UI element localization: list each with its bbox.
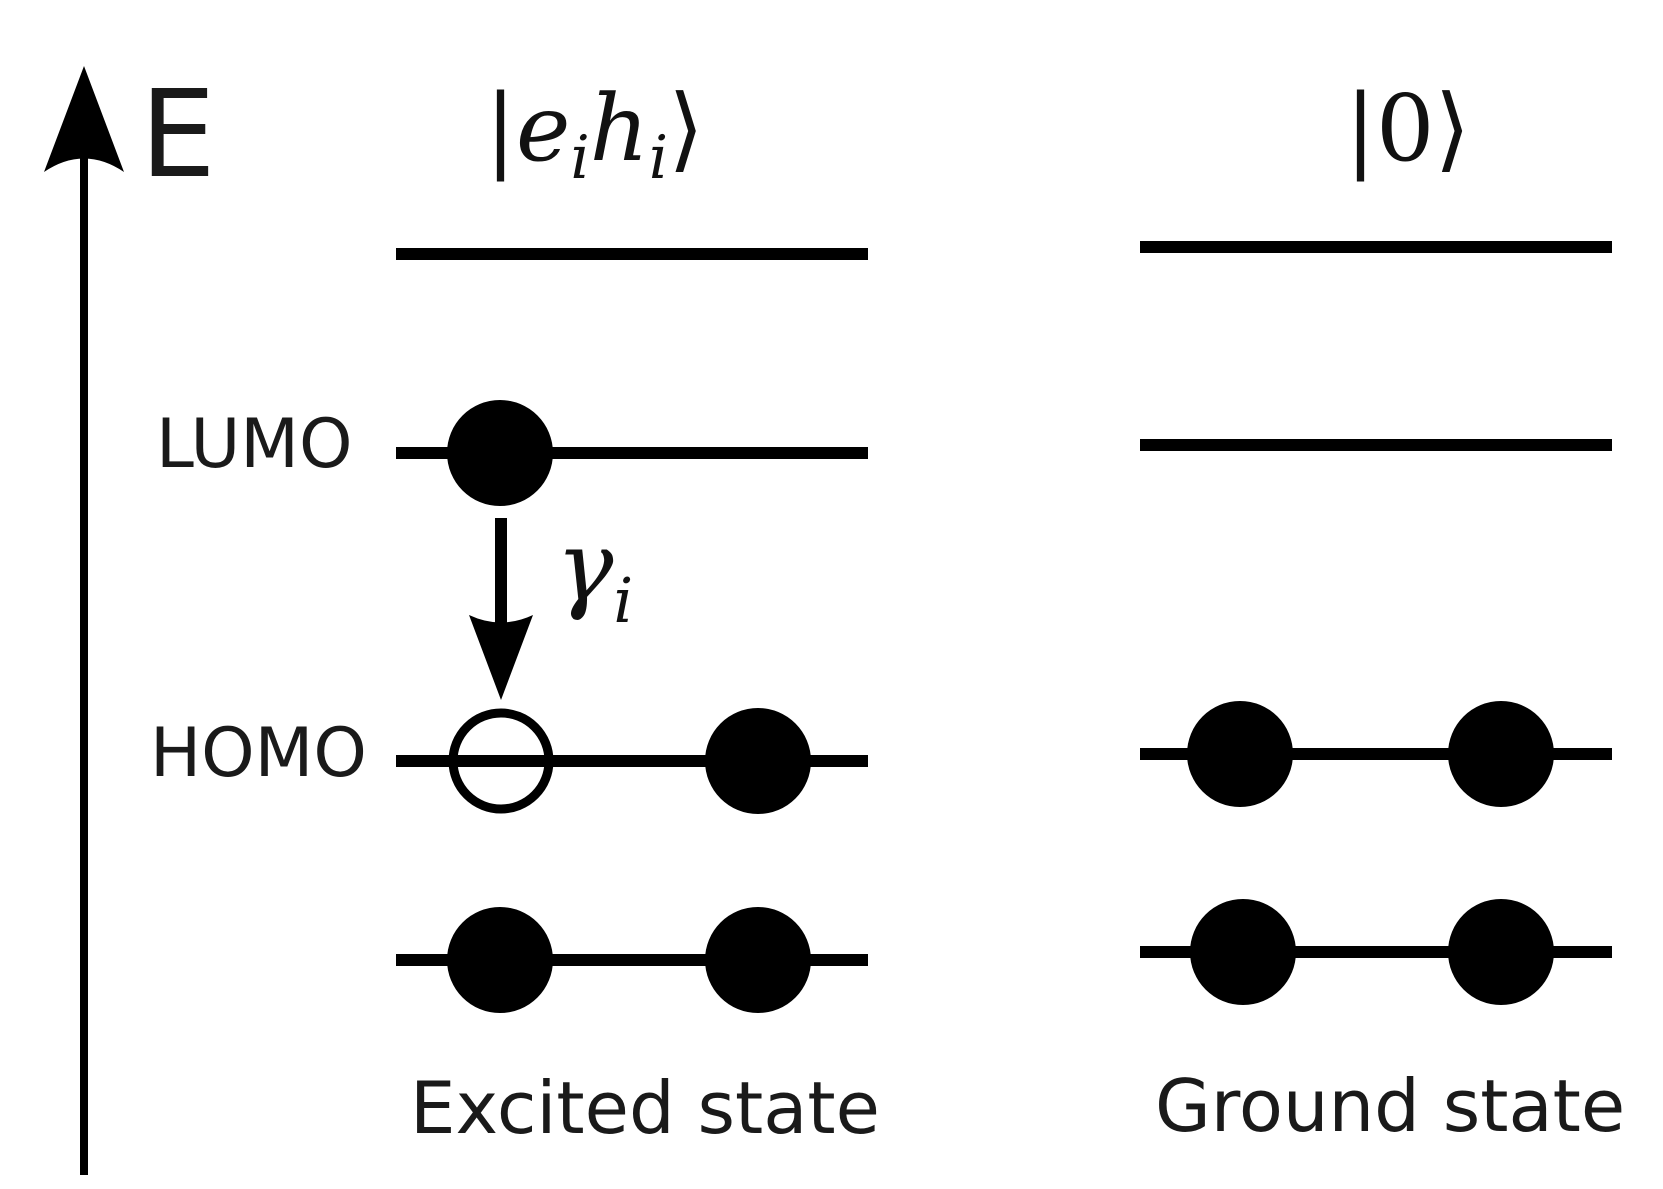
excited-state-ket: |eihi⟩ [485, 75, 704, 193]
homo-electron [705, 708, 811, 814]
energy-axis: E [44, 66, 216, 1175]
excited-state-column: |eihi⟩ Excited state [396, 75, 880, 1150]
ground-state-caption: Ground state [1155, 1064, 1625, 1148]
lumo-electron [447, 400, 553, 506]
ground-lower-electron-2 [1448, 899, 1554, 1005]
energy-axis-arrowhead [44, 66, 124, 172]
lower-electron-1 [447, 907, 553, 1013]
ground-homo-electron-2 [1448, 701, 1554, 807]
ground-state-column: |0⟩ Ground state [1140, 75, 1625, 1148]
ground-lower-electron-1 [1190, 899, 1296, 1005]
ground-homo-electron-1 [1187, 701, 1293, 807]
decay-rate-label: γi [556, 511, 633, 637]
lower-electron-2 [705, 907, 811, 1013]
decay-arrow-head [469, 615, 533, 700]
energy-axis-label: E [140, 66, 216, 205]
ground-state-ket: |0⟩ [1345, 75, 1470, 182]
homo-label: HOMO [150, 714, 367, 793]
lumo-label: LUMO [156, 405, 352, 484]
excited-state-caption: Excited state [410, 1066, 880, 1150]
decay-transition: γi [469, 511, 633, 700]
